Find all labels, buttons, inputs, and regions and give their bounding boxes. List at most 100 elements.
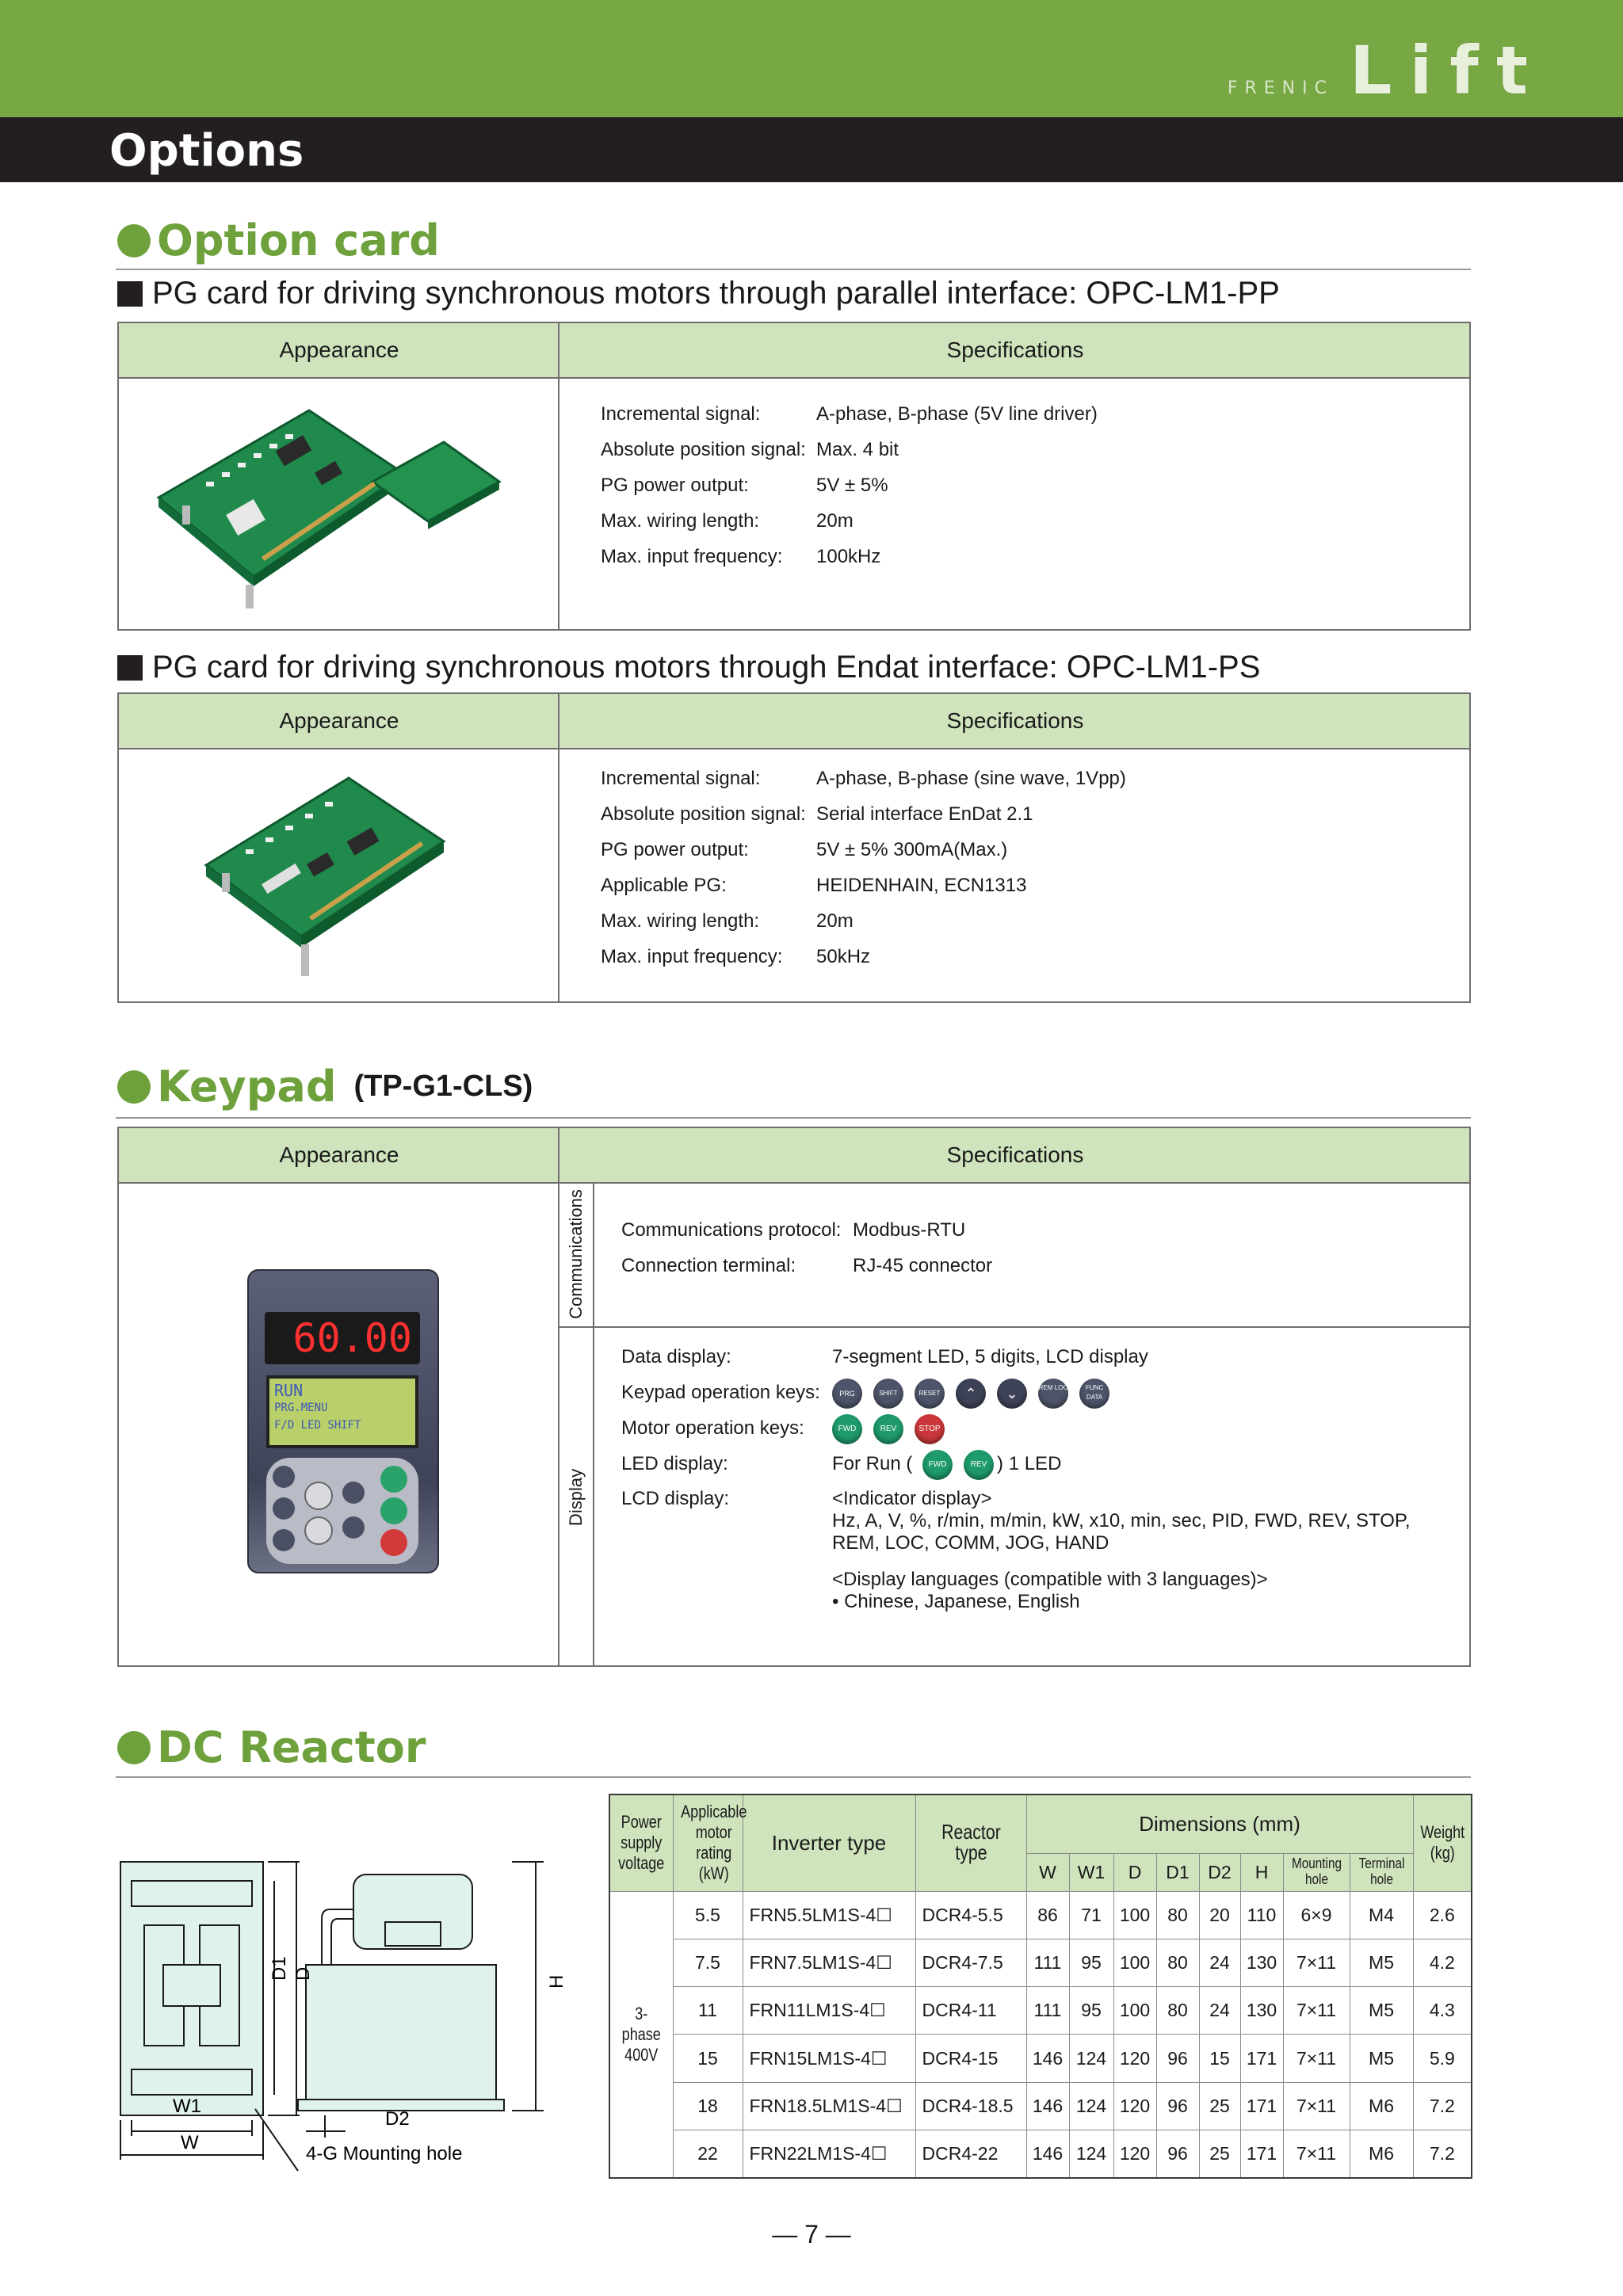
td-dim: 146: [1025, 2130, 1070, 2179]
col-appearance: Appearance: [279, 338, 399, 362]
td-dim: 130: [1239, 1938, 1284, 1988]
th-power: Power supply voltage: [609, 1794, 674, 1892]
spec-value: 7-segment LED, 5 digits, LCD display: [832, 1346, 1148, 1367]
bullet-dot-icon: [117, 1070, 151, 1104]
td-dim: 96: [1155, 2130, 1200, 2179]
remloc-key-icon: REM LOC: [1038, 1378, 1068, 1409]
bullet-dot-icon: [117, 1730, 151, 1764]
brand-small: FRENIC: [1227, 78, 1334, 98]
col-divider: [558, 323, 559, 629]
stop-key-icon: STOP: [915, 1413, 945, 1444]
th-terminal: Terminal hole: [1349, 1852, 1414, 1892]
section-model: (TP-G1-CLS): [353, 1070, 533, 1103]
label-d1: D1: [269, 1956, 290, 1981]
prg-key-icon: PRG: [832, 1378, 862, 1409]
reset-key-icon: RESET: [915, 1378, 945, 1409]
fwd-key-icon: FWD: [832, 1413, 862, 1444]
spec-key: Max. wiring length:: [601, 510, 760, 532]
td-reactor: DCR4-18.5: [915, 2081, 1027, 2131]
td-dim: 100: [1113, 1938, 1157, 1988]
section-name: Option card: [157, 215, 440, 265]
group-label-text: Display: [566, 1468, 586, 1527]
col-appearance: Appearance: [279, 1142, 399, 1167]
td-inverter: FRN15LM1S-4☐: [742, 2034, 916, 2083]
td-dim: 120: [1113, 2081, 1157, 2131]
reset-key-icon: [273, 1529, 295, 1551]
td-dim: M5: [1349, 1938, 1414, 1988]
td-dim: 7×11: [1282, 2081, 1350, 2131]
td-reactor: DCR4-22: [915, 2130, 1027, 2179]
th-weight: Weight (kg): [1412, 1794, 1472, 1892]
td-dim: M6: [1349, 2130, 1414, 2179]
td-dim: M5: [1349, 2034, 1414, 2083]
td-dim: 25: [1198, 2130, 1241, 2179]
td-dim: 124: [1068, 2081, 1114, 2131]
td-kw: 7.5: [672, 1938, 743, 1988]
td-dim: 146: [1025, 2081, 1070, 2131]
subsection-title-card2: PG card for driving synchronous motors t…: [117, 650, 1260, 685]
spec-key: LCD display:: [621, 1488, 730, 1509]
table-subheader-row: W W1 D D1 D2 H Mounting hole Terminal ho…: [609, 1852, 1472, 1892]
table-row: 11 FRN11LM1S-4☐ DCR4-11 111 95 100 80 24…: [609, 1986, 1472, 2035]
keypad-button-area: [266, 1458, 418, 1564]
square-bullet-icon: [117, 280, 143, 307]
group-divider: [593, 1182, 594, 1665]
spec-key: Motor operation keys:: [621, 1417, 804, 1439]
spec-value: Serial interface EnDat 2.1: [816, 803, 1033, 825]
dc-reactor-table: Power supply voltage Applicable motor ra…: [609, 1794, 1473, 2179]
spec-key: Incremental signal:: [601, 403, 761, 425]
spec-row: Connection terminal:RJ-45 connector: [621, 1248, 992, 1283]
lcd-display: RUN PRG.MENU F/D LED SHIFT: [266, 1375, 418, 1448]
table-row: 3-phase 400V 5.5 FRN5.5LM1S-4☐ DCR4-5.5 …: [609, 1890, 1472, 2179]
spec-value: A-phase, B-phase (5V line driver): [816, 403, 1098, 425]
title-band: Options: [0, 117, 1623, 182]
td-kw: 5.5: [672, 1890, 743, 1939]
remloc-key-icon: [342, 1482, 365, 1504]
brand-logo: FRENIC Lift: [1228, 32, 1545, 109]
table-header: Appearance Specifications: [119, 323, 1469, 379]
th-d: D: [1113, 1852, 1157, 1892]
td-weight: 5.9: [1412, 2034, 1472, 2083]
lcd-line: F/D LED SHIFT: [274, 1419, 361, 1432]
th-text: Applicable motor rating (kW): [680, 1802, 747, 1884]
th-d1: D1: [1155, 1852, 1200, 1892]
fwd-key-icon: [380, 1466, 407, 1493]
spec-row: LCD display: <Indicator display> Hz, A, …: [621, 1488, 1461, 1613]
td-dim: 96: [1155, 2034, 1200, 2083]
led-display: 60.00: [265, 1312, 420, 1364]
page-number: — 7 —: [772, 2220, 851, 2248]
group-label-text: Communications: [566, 1189, 586, 1319]
spec-table-card1: Appearance Specifications Incremental si…: [117, 322, 1471, 631]
lcd-line: PRG.MENU: [274, 1402, 328, 1414]
section-name: DC Reactor: [157, 1722, 426, 1772]
td-dim: 95: [1068, 1938, 1114, 1988]
table-row: 15 FRN15LM1S-4☐ DCR4-15 146 124 120 96 1…: [609, 2034, 1472, 2083]
col-appearance: Appearance: [279, 708, 399, 733]
td-reactor: DCR4-7.5: [915, 1938, 1027, 1988]
td-weight: 2.6: [1412, 1890, 1472, 1939]
td-dim: 96: [1155, 2081, 1200, 2131]
td-dim: 71: [1068, 1890, 1114, 1939]
spec-row: Incremental signal: A-phase, B-phase (5V …: [601, 396, 1098, 432]
label-d2: D2: [385, 2108, 410, 2130]
th-dimensions: Dimensions (mm): [1025, 1794, 1414, 1854]
table-row: 18 FRN18.5LM1S-4☐ DCR4-18.5 146 124 120 …: [609, 2081, 1472, 2131]
spec-key: Max. input frequency:: [601, 946, 783, 967]
label-d: D: [292, 1967, 314, 1981]
td-weight: 4.2: [1412, 1938, 1472, 1988]
spec-row: Absolute position signal:Max. 4 bit: [601, 432, 1098, 467]
spec-row: Max. wiring length:20m: [601, 503, 1098, 539]
row-divider: [559, 1326, 1471, 1328]
spec-value: HEIDENHAIN, ECN1313: [816, 875, 1027, 896]
spec-row: Incremental signal:A-phase, B-phase (sin…: [601, 761, 1126, 796]
th-text: Reactor type: [941, 1820, 1001, 1865]
pg-card-pp-image: [156, 409, 502, 608]
td-inverter: FRN22LM1S-4☐: [742, 2130, 916, 2179]
section-rule: [116, 269, 1471, 270]
rev-key-icon: [380, 1497, 407, 1524]
spec-list: Incremental signal: A-phase, B-phase (5V …: [601, 396, 1098, 574]
td-inverter: FRN18.5LM1S-4☐: [742, 2081, 916, 2131]
header-band: FRENIC Lift: [0, 0, 1623, 117]
spec-table-card2: Appearance Specifications Incremental si…: [117, 692, 1471, 1003]
subsection-title-card1: PG card for driving synchronous motors t…: [117, 276, 1280, 311]
